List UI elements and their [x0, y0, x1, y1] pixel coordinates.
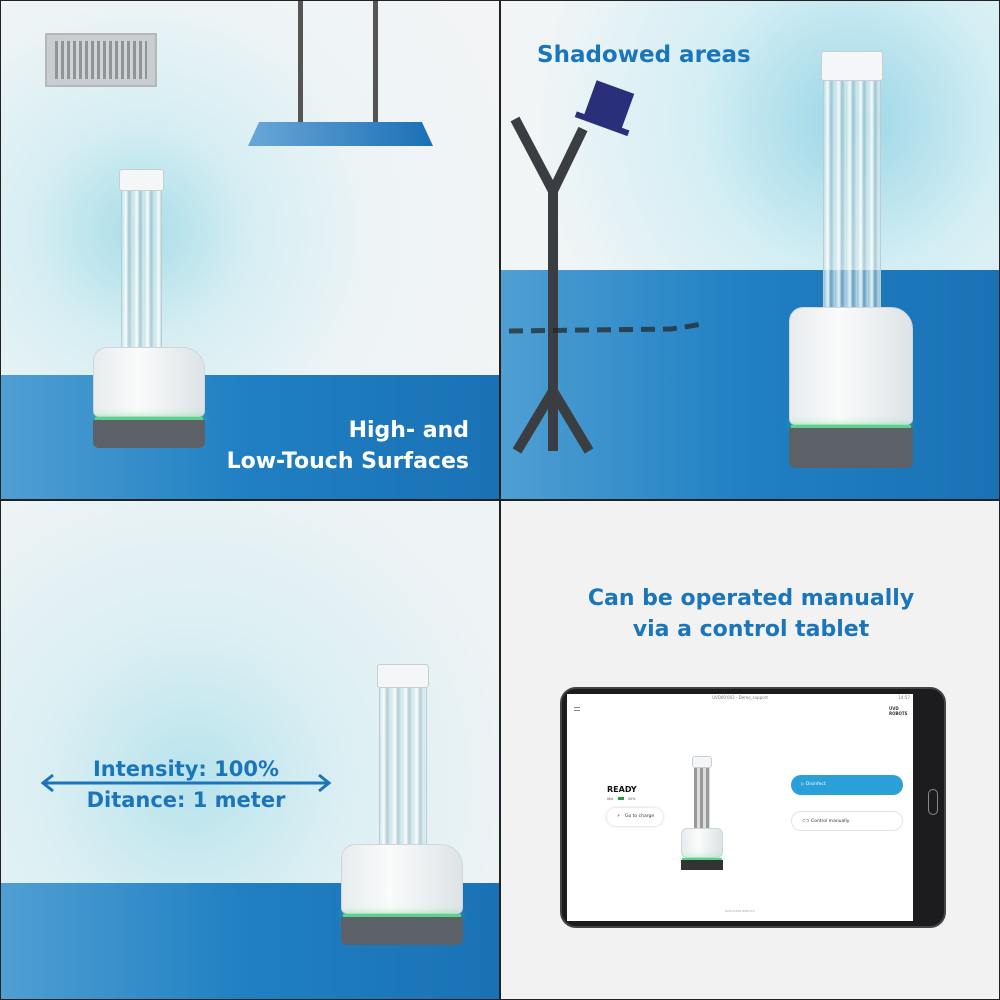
tablet-screen: UVD00'003 - Demo_support 14:57 UVD ROBOT… [567, 694, 913, 921]
disinfect-label: Disinfect [805, 782, 826, 787]
go-to-charge-button[interactable]: ⚡ Go to charge [607, 808, 663, 826]
state-title: READY [607, 785, 637, 794]
footer-logo: BLUE OCEAN ROBOTICS [725, 910, 755, 913]
lamp-pole-left [298, 1, 303, 123]
disinfect-button[interactable]: ▷ Disinfect [791, 775, 903, 795]
uvd-robot [89, 169, 209, 454]
distance-label: Ditance: 1 meter [86, 788, 286, 812]
hat [574, 80, 635, 137]
panel-shadowed-areas: Shadowed areas [501, 1, 999, 499]
menu-icon[interactable] [574, 707, 580, 711]
tablet-device: UVD00'003 - Demo_support 14:57 UVD ROBOT… [560, 687, 946, 928]
caption-line2: Low-Touch Surfaces [226, 449, 469, 474]
charge-icon: ⚡ [617, 814, 621, 819]
floor [501, 270, 999, 499]
go-to-charge-label: Go to charge [625, 814, 655, 819]
uvd-logo: UVD ROBOTS [889, 706, 908, 716]
play-icon: ▷ [801, 782, 806, 787]
caption-line2: via a control tablet [632, 617, 870, 642]
control-manually-label: Control manually [810, 819, 850, 824]
status-line: Idle 45% [607, 797, 635, 801]
status-bar-time: 14:57 [898, 695, 910, 700]
home-button[interactable] [928, 789, 938, 815]
coat-rack [508, 80, 701, 454]
caption-line1: Can be operated manually [587, 586, 915, 611]
intensity-label: Intensity: 100% [92, 757, 279, 781]
battery-percent: 45% [627, 797, 636, 801]
uvd-robot [785, 51, 917, 476]
gamepad-icon: ⊂⊃ [802, 819, 811, 824]
caption: Shadowed areas [537, 42, 751, 68]
panel-high-low-touch: High- and Low-Touch Surfaces [1, 1, 499, 499]
panel-intensity: Intensity: 100% Ditance: 1 meter [1, 501, 499, 999]
floor [1, 375, 499, 499]
air-vent [45, 33, 157, 87]
double-arrow-icon [40, 773, 332, 793]
battery-icon [617, 797, 624, 800]
uvd-robot [337, 664, 467, 949]
status-bar-title: UVD00'003 - Demo_support [712, 695, 768, 700]
caption-line1: High- and [348, 418, 469, 443]
lamp-pole-right [373, 1, 378, 123]
robot-image [677, 756, 727, 876]
panel-tablet: Can be operated manually via a control t… [501, 501, 999, 999]
control-manually-button[interactable]: ⊂⊃ Control manually [791, 811, 903, 831]
ceiling-lamp [248, 122, 433, 146]
sub-status: Idle [607, 797, 614, 801]
